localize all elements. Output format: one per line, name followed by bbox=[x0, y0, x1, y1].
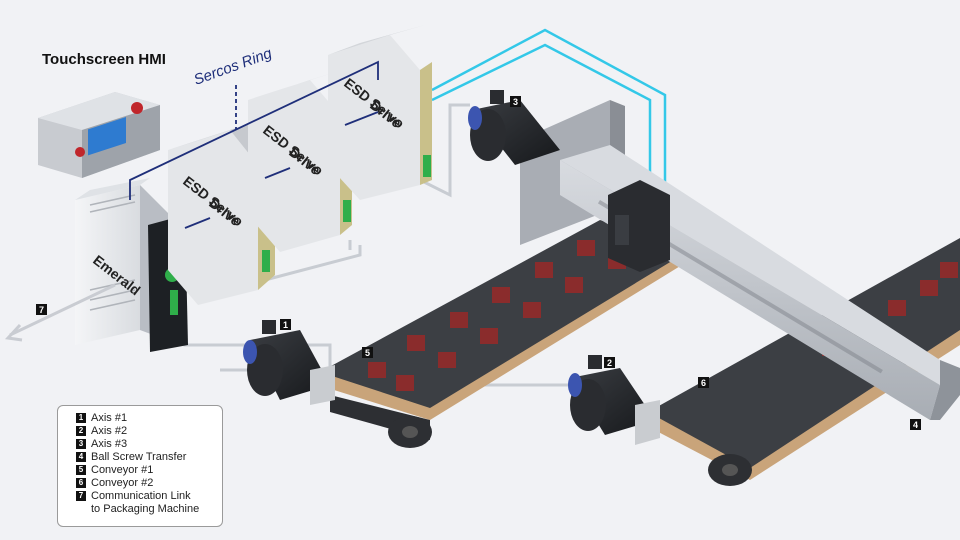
legend-label: Axis #2 bbox=[91, 425, 128, 437]
badge-axis-2: 2 bbox=[604, 357, 615, 368]
comm-link-arrow bbox=[4, 283, 116, 342]
badge-comm-link: 7 bbox=[36, 304, 47, 315]
legend-label: Axis #1 bbox=[91, 412, 128, 424]
cyan-link bbox=[431, 28, 667, 210]
legend-item: 5 Conveyor #1 bbox=[76, 464, 222, 477]
sercos-ring bbox=[129, 60, 379, 229]
badge-conveyor-2: 6 bbox=[698, 377, 709, 388]
badge-ball-screw: 4 bbox=[910, 419, 921, 430]
legend-label: Axis #3 bbox=[91, 438, 128, 450]
legend-number: 6 bbox=[76, 478, 86, 488]
axis-2-motor bbox=[568, 355, 660, 445]
legend-label: Conveyor #1 bbox=[91, 464, 154, 476]
svg-text:2: 2 bbox=[607, 358, 612, 368]
legend-item: 2 Axis #2 bbox=[76, 425, 222, 438]
legend-label: Ball Screw Transfer bbox=[91, 451, 187, 463]
conveyor-1 bbox=[318, 220, 690, 448]
legend-item: 6 Conveyor #2 bbox=[76, 477, 222, 490]
legend-item: 1 Axis #1 bbox=[76, 412, 222, 425]
legend: 1 Axis #1 2 Axis #2 3 Axis #3 4 Ball Scr… bbox=[57, 405, 223, 527]
svg-text:3: 3 bbox=[513, 97, 518, 107]
svg-text:5: 5 bbox=[365, 348, 370, 358]
svg-text:7: 7 bbox=[39, 305, 44, 315]
legend-item-continuation: to Packaging Machine bbox=[76, 503, 222, 516]
legend-number: 2 bbox=[76, 426, 86, 436]
legend-label-continuation: to Packaging Machine bbox=[91, 503, 200, 515]
axis-1-motor bbox=[243, 320, 335, 405]
badge-axis-3: 3 bbox=[510, 96, 521, 107]
legend-number: 1 bbox=[76, 413, 86, 423]
legend-item: 7 Communication Link bbox=[76, 490, 222, 503]
svg-text:4: 4 bbox=[913, 420, 918, 430]
legend-number: 7 bbox=[76, 491, 86, 501]
svg-text:6: 6 bbox=[701, 378, 706, 388]
badge-conveyor-1: 5 bbox=[362, 347, 373, 358]
legend-item: 3 Axis #3 bbox=[76, 438, 222, 451]
legend-number: 3 bbox=[76, 439, 86, 449]
badge-axis-1: 1 bbox=[280, 319, 291, 330]
conveyor-1-boxes bbox=[368, 240, 626, 391]
legend-item: 4 Ball Screw Transfer bbox=[76, 451, 222, 464]
touchscreen-hmi bbox=[38, 92, 160, 178]
legend-number: 4 bbox=[76, 452, 86, 462]
sercos-ring-label: Sercos Ring bbox=[192, 45, 275, 89]
svg-text:1: 1 bbox=[283, 320, 288, 330]
legend-number: 5 bbox=[76, 465, 86, 475]
hmi-title: Touchscreen HMI bbox=[42, 51, 166, 68]
legend-label: Communication Link bbox=[91, 490, 191, 502]
axis-3-motor bbox=[468, 90, 560, 165]
servo-drive-3 bbox=[328, 25, 432, 200]
legend-label: Conveyor #2 bbox=[91, 477, 154, 489]
